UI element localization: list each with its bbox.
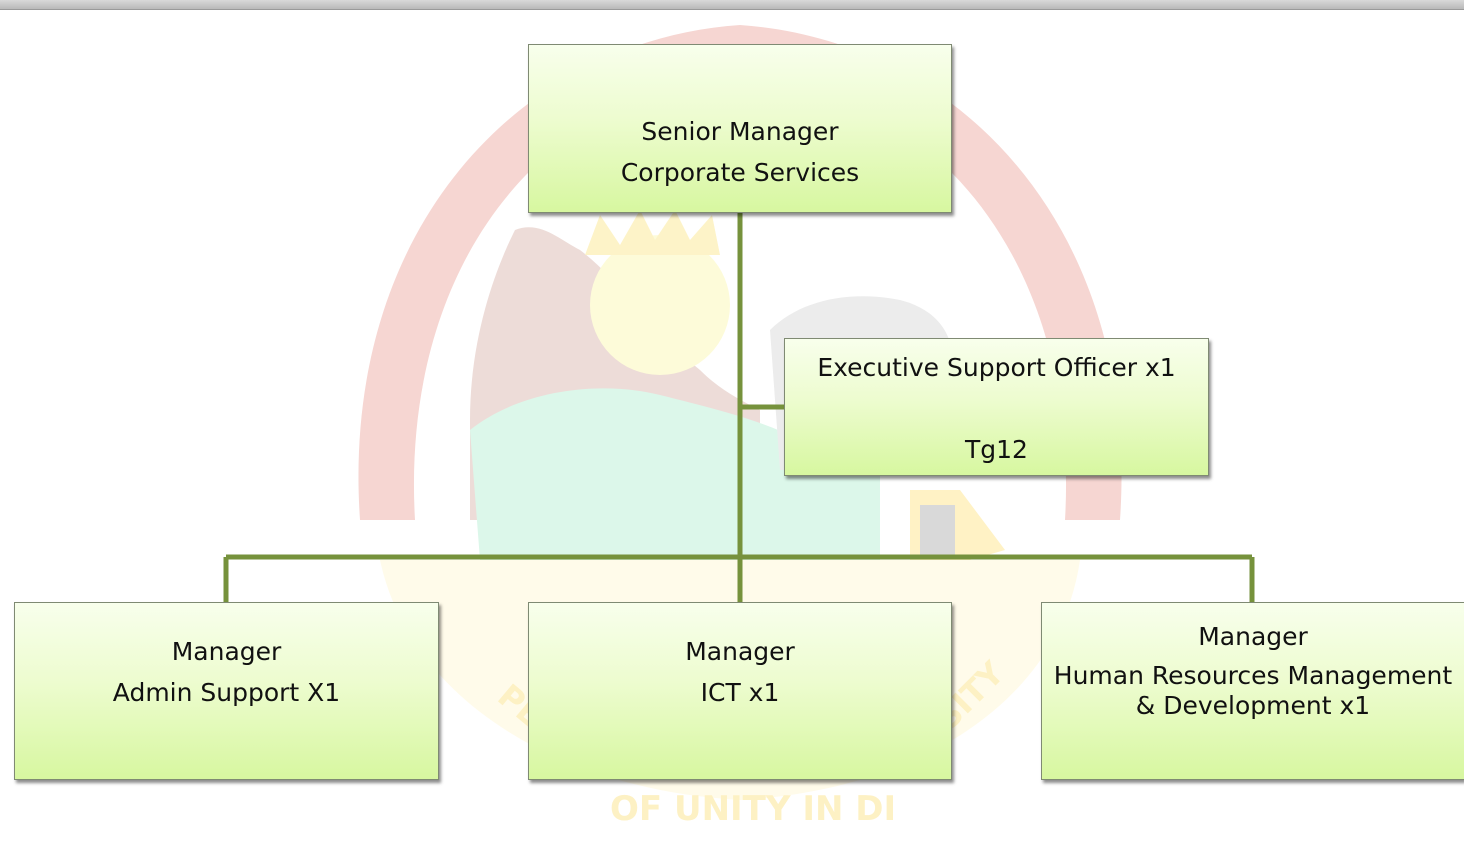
- manager-hr-unit: Human Resources Management: [1053, 661, 1453, 690]
- watermark-sun-rays: [585, 210, 720, 255]
- watermark-sun: [590, 235, 730, 375]
- senior-manager-title: Senior Manager: [641, 117, 839, 146]
- manager-admin-title: Manager: [171, 637, 282, 666]
- senior-manager-department: Corporate Services: [620, 158, 860, 187]
- manager-ict-unit: ICT x1: [700, 678, 780, 707]
- manager-admin-unit: Admin Support X1: [112, 678, 341, 707]
- senior-manager-box: Senior Manager Corporate Services: [528, 44, 952, 213]
- manager-hr-unit-continued: & Development x1: [1135, 691, 1371, 720]
- manager-hr-box: Manager Human Resources Management & Dev…: [1041, 602, 1464, 780]
- manager-admin-box: Manager Admin Support X1: [14, 602, 439, 780]
- executive-support-title: Executive Support Officer x1: [817, 353, 1176, 382]
- executive-support-grade: Tg12: [965, 435, 1028, 464]
- top-border-strip: [0, 0, 1464, 10]
- watermark-motto-bottom: OF UNITY IN DI: [610, 789, 896, 829]
- manager-ict-box: Manager ICT x1: [528, 602, 952, 780]
- manager-ict-title: Manager: [685, 637, 795, 666]
- manager-hr-title: Manager: [1198, 622, 1308, 651]
- executive-support-box: Executive Support Officer x1 Tg12: [784, 338, 1209, 476]
- watermark-grey-block: [920, 505, 955, 555]
